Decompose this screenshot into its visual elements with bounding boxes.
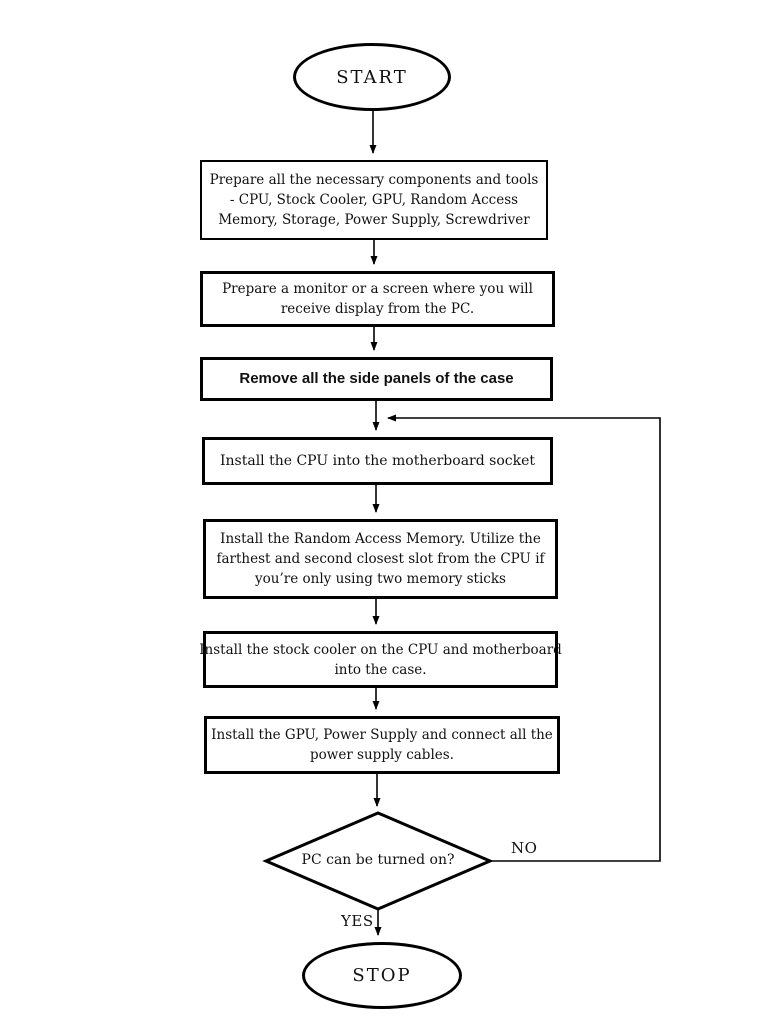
- start-label: START: [336, 66, 408, 88]
- process-step-remove-panels: Remove all the side panels of the case: [200, 357, 553, 401]
- step-text-line: Prepare all the necessary components and…: [209, 172, 539, 188]
- step-text-line: Install the Random Access Memory. Utiliz…: [220, 531, 541, 547]
- step-text-line: you’re only using two memory sticks: [255, 571, 506, 587]
- stop-terminator: STOP: [302, 942, 462, 1009]
- step-text-line: into the case.: [334, 661, 427, 678]
- decision-diamond: [262, 811, 494, 911]
- step-text-line: Install the GPU, Power Supply and connec…: [211, 727, 553, 743]
- step-text-line: - CPU, Stock Cooler, GPU, Random Access: [229, 192, 519, 208]
- process-step-install-ram: Install the Random Access Memory. Utiliz…: [203, 519, 558, 599]
- step-text-line: power supply cables.: [310, 747, 454, 763]
- step-text-line: Remove all the side panels of the case: [239, 370, 514, 387]
- process-step-prepare-monitor: Prepare a monitor or a screen where you …: [200, 271, 555, 327]
- arrow-no-feedback-loop: [387, 414, 661, 862]
- process-step-prepare-components: Prepare all the necessary components and…: [200, 160, 548, 240]
- edge-label-no: NO: [511, 839, 538, 857]
- step-text-line: receive display from the PC.: [280, 301, 475, 317]
- step-text-line: farthest and second closest slot from th…: [216, 551, 545, 567]
- step-text-line: Memory, Storage, Power Supply, Screwdriv…: [218, 212, 530, 228]
- edge-label-yes: YES: [341, 912, 374, 930]
- decision-question: PC can be turned on?: [301, 852, 455, 868]
- process-step-install-gpu-psu: Install the GPU, Power Supply and connec…: [204, 716, 560, 774]
- stop-label: STOP: [352, 965, 412, 986]
- process-step-install-cpu: Install the CPU into the motherboard soc…: [202, 437, 553, 485]
- step-text-line: Install the stock cooler on the CPU and …: [199, 641, 562, 658]
- step-text-line: Install the CPU into the motherboard soc…: [219, 453, 535, 469]
- process-step-install-cooler: Install the stock cooler on the CPU and …: [199, 631, 562, 688]
- step-text-line: Prepare a monitor or a screen where you …: [222, 281, 533, 297]
- start-terminator: START: [293, 43, 451, 111]
